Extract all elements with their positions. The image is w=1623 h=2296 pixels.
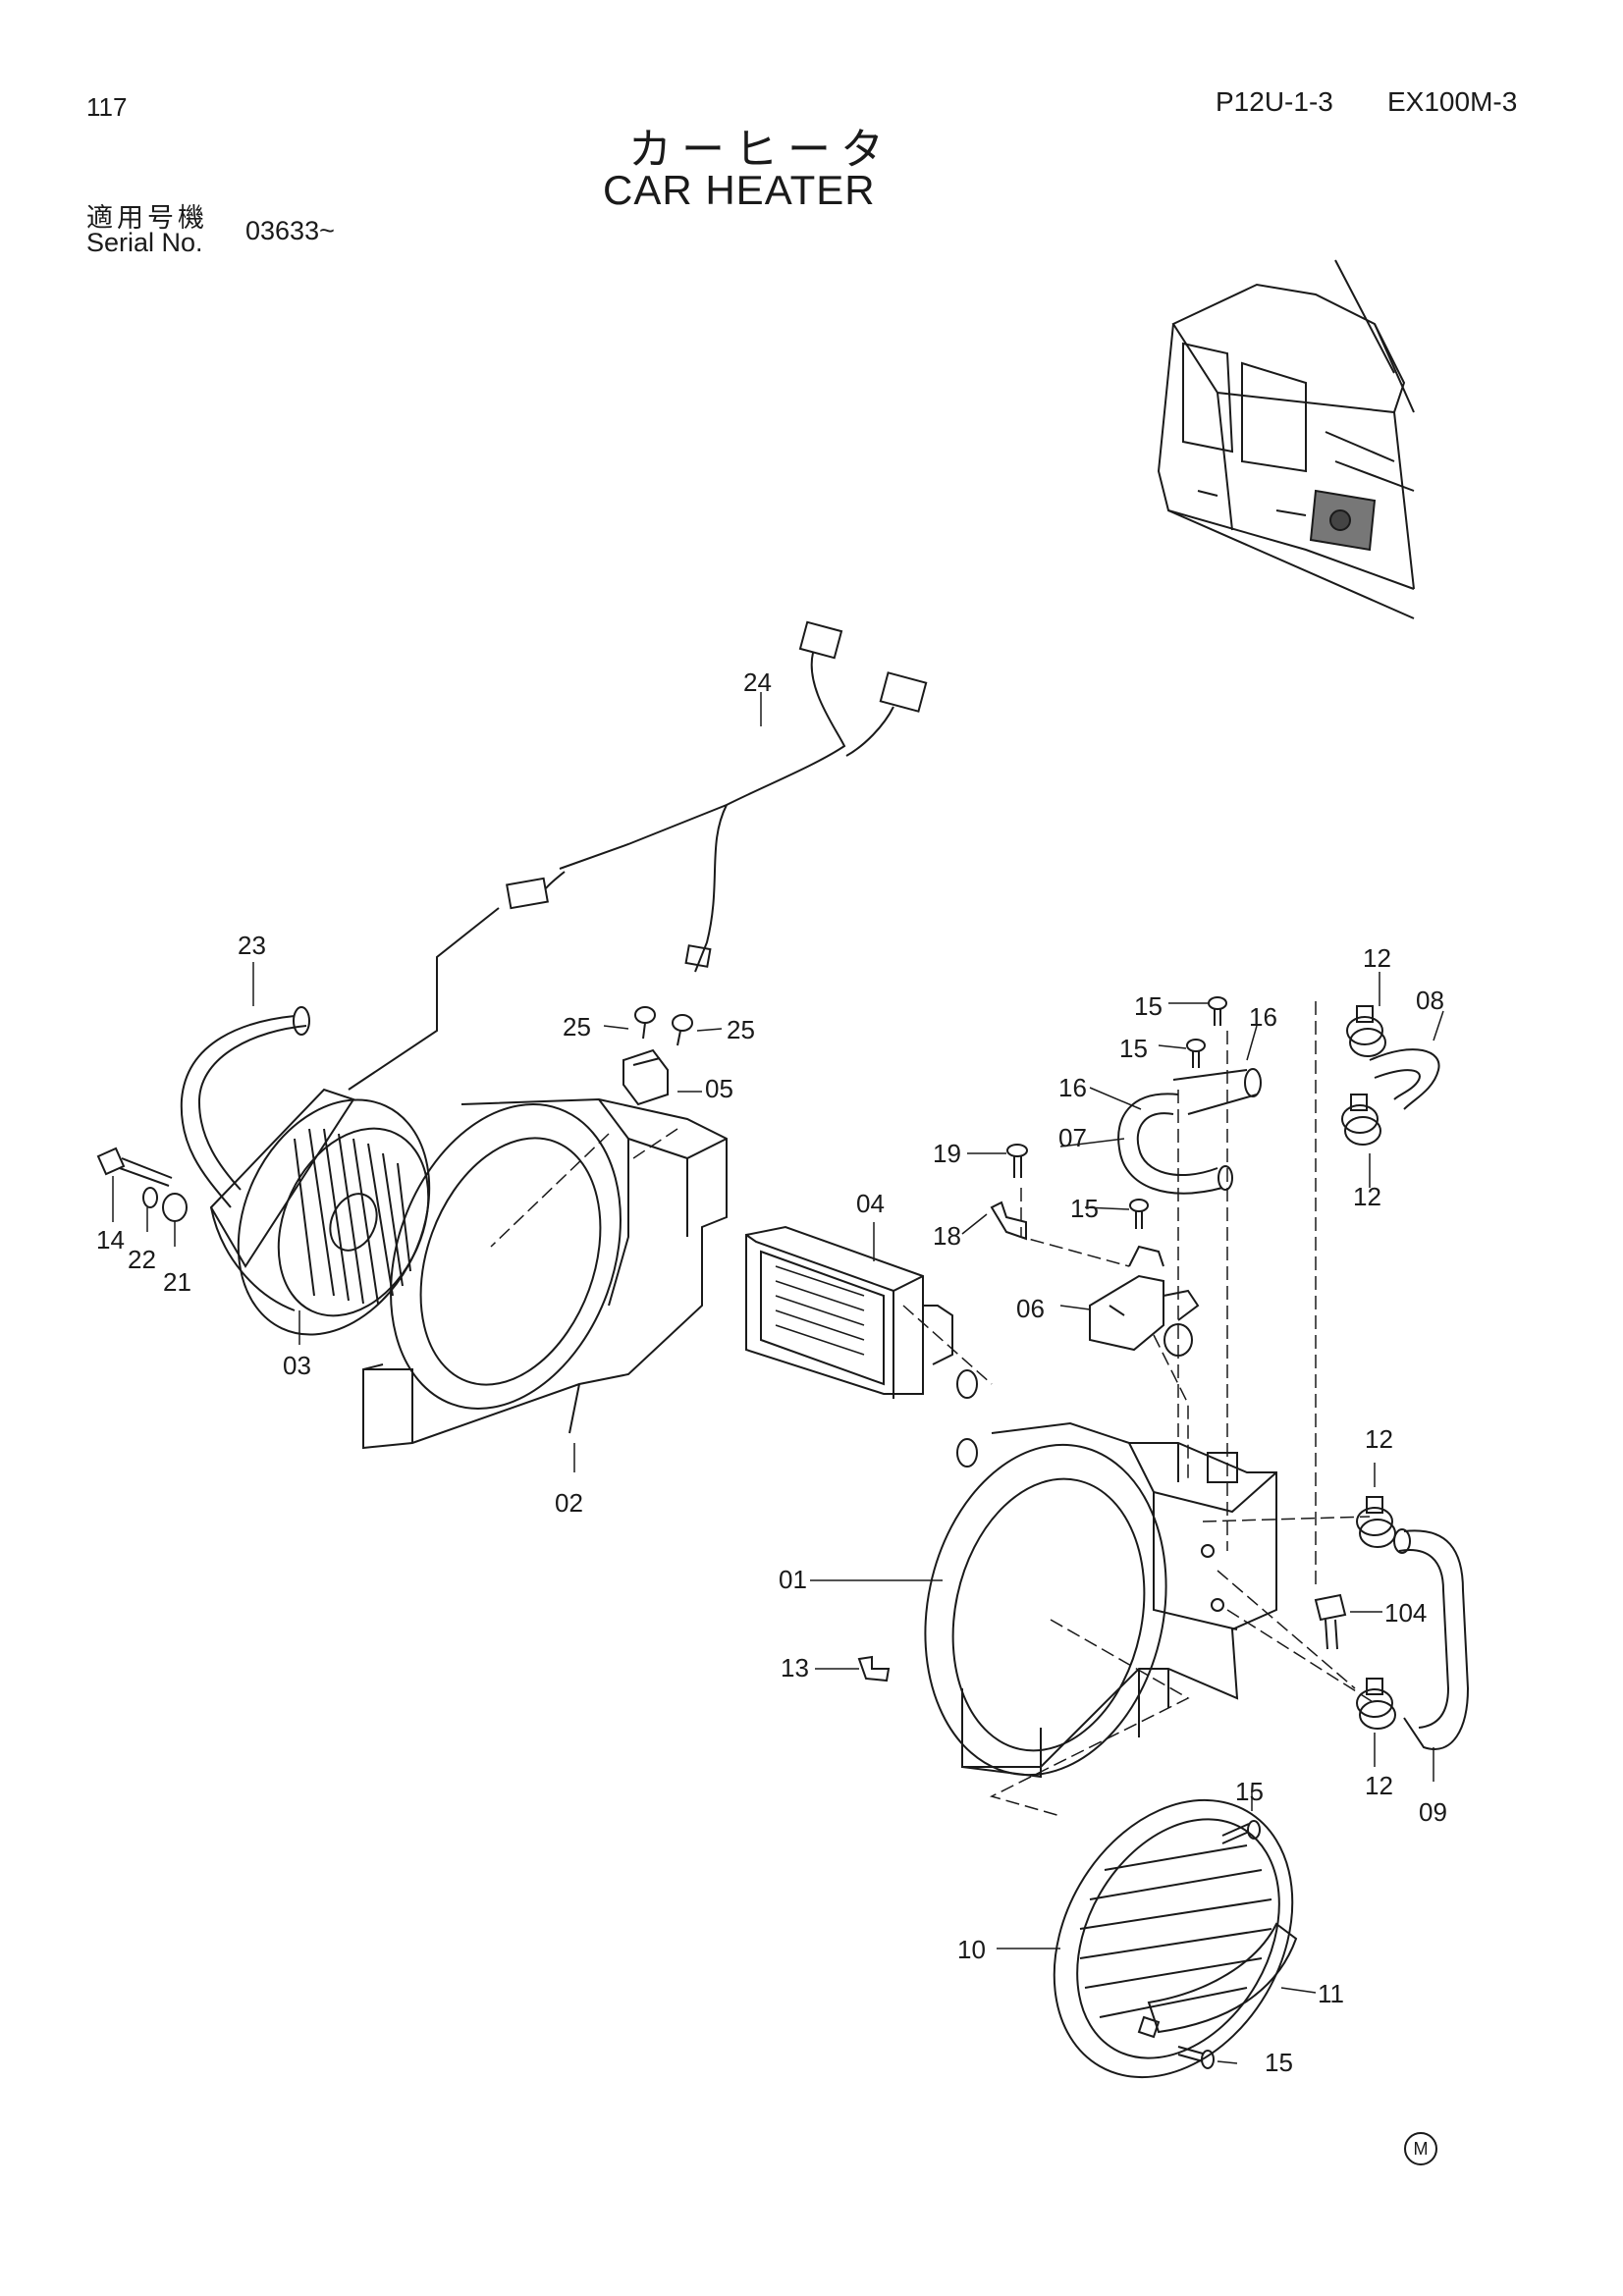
label-14: 14 [96, 1225, 125, 1255]
hose-clamp [1341, 1094, 1381, 1146]
label-104: 104 [1384, 1598, 1427, 1628]
label-13: 13 [781, 1653, 809, 1682]
label-05: 05 [705, 1074, 733, 1103]
label-09: 09 [1419, 1797, 1447, 1827]
label-19: 19 [933, 1139, 961, 1168]
screw [1208, 996, 1227, 1026]
hose-clamp [1346, 1005, 1386, 1057]
hose-end [293, 1006, 310, 1036]
hose [1369, 1048, 1440, 1110]
heater-core [745, 1225, 978, 1468]
label-24: 24 [743, 667, 772, 697]
label-12a: 12 [1363, 943, 1391, 973]
label-02: 02 [555, 1488, 583, 1518]
m-mark: M [1404, 2132, 1437, 2165]
cover [1137, 1922, 1298, 2039]
label-04: 04 [856, 1189, 885, 1218]
model-code: EX100M-3 [1387, 86, 1518, 117]
elbow-hose [1117, 1068, 1262, 1195]
serial-label-japanese: 適用号機 [86, 203, 208, 234]
hose [1393, 1528, 1470, 1750]
bracket [990, 1201, 1027, 1241]
label-12c: 12 [1365, 1424, 1393, 1454]
switch [622, 1048, 669, 1106]
label-18: 18 [933, 1221, 961, 1251]
washer [142, 1187, 158, 1208]
screw [634, 1006, 656, 1040]
water-valve [1089, 1245, 1200, 1357]
flange-bolt [1314, 1593, 1347, 1650]
label-25a: 25 [563, 1012, 591, 1041]
label-15d: 15 [1235, 1777, 1264, 1806]
label-15b: 15 [1119, 1034, 1148, 1063]
hose [180, 1015, 307, 1208]
label-15e: 15 [1265, 2048, 1293, 2077]
hose-clamp [1356, 1496, 1396, 1548]
assembly-lines [436, 957, 1376, 1817]
label-21: 21 [163, 1267, 191, 1297]
label-10: 10 [957, 1935, 986, 1964]
label-16a: 16 [1249, 1002, 1277, 1032]
blower-case [362, 1097, 728, 1450]
label-12d: 12 [1365, 1771, 1393, 1800]
screw [1006, 1144, 1028, 1178]
heater-case [924, 1421, 1277, 1779]
grommet [162, 1193, 188, 1222]
callout-labels: 24 23 25 25 05 14 22 21 03 02 04 19 18 1… [96, 667, 1447, 2077]
page-title: CAR HEATER [603, 167, 876, 213]
label-06: 06 [1016, 1294, 1045, 1323]
serial-value: 03633~ [245, 216, 335, 245]
label-01: 01 [779, 1565, 807, 1594]
label-11: 11 [1318, 1979, 1344, 2008]
label-12b: 12 [1353, 1182, 1381, 1211]
serial-label: Serial No. [86, 228, 203, 257]
label-03: 03 [283, 1351, 311, 1380]
blower-fan [209, 1088, 431, 1336]
bolt [96, 1147, 173, 1187]
label-25b: 25 [727, 1015, 755, 1044]
grille [1053, 1798, 1294, 2079]
label-22: 22 [128, 1245, 156, 1274]
screw [672, 1014, 693, 1046]
label-15a: 15 [1134, 991, 1163, 1021]
page-title-japanese: カーヒータ [628, 125, 893, 175]
drawing-code: P12U-1-3 [1216, 86, 1333, 117]
screw [1129, 1199, 1149, 1229]
cab-locator-illustration [1157, 259, 1415, 619]
leader-lines [112, 692, 1444, 2064]
screw [1186, 1039, 1206, 1068]
label-07: 07 [1058, 1123, 1087, 1152]
clip [857, 1655, 891, 1682]
screw [1221, 1820, 1261, 1844]
wire-harness [348, 620, 928, 1091]
label-15c: 15 [1070, 1194, 1099, 1223]
label-23: 23 [238, 931, 266, 960]
label-16b: 16 [1058, 1073, 1087, 1102]
label-08: 08 [1416, 986, 1444, 1015]
page-number: 117 [86, 92, 128, 122]
hose-clamp [1356, 1678, 1396, 1730]
